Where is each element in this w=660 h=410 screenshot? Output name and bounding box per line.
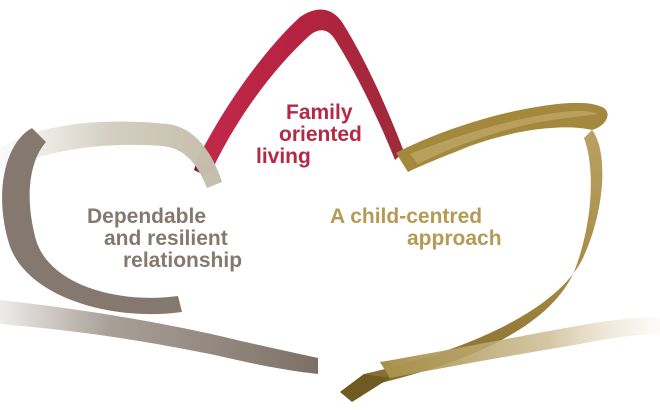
grey-ribbon-loop [2,128,183,315]
label-family-line-2: oriented [279,123,362,146]
label-child-line-1: A child-centred [330,205,483,228]
gold-ribbon-highlight [410,111,598,164]
red-ribbon [197,9,404,168]
grey-ribbon-top [0,121,222,188]
label-dependable-relationship: Dependable and resilient relationship [87,206,242,272]
label-family-line-1: Family [286,101,353,124]
gold-ribbon-top [396,102,608,172]
label-dependable-line-3: relationship [123,249,243,272]
gold-ribbon-fold [340,374,390,402]
grey-ribbon-tail [0,300,318,374]
label-dependable-line-2: and resilient [104,227,228,250]
gold-ribbon-tail [380,317,660,378]
label-family-oriented-living: Family oriented living [256,102,362,168]
label-child-line-2: approach [407,227,502,250]
label-dependable-line-1: Dependable [87,205,207,228]
label-family-line-3: living [256,145,311,168]
label-child-centred-approach: A child-centred approach [330,206,502,250]
